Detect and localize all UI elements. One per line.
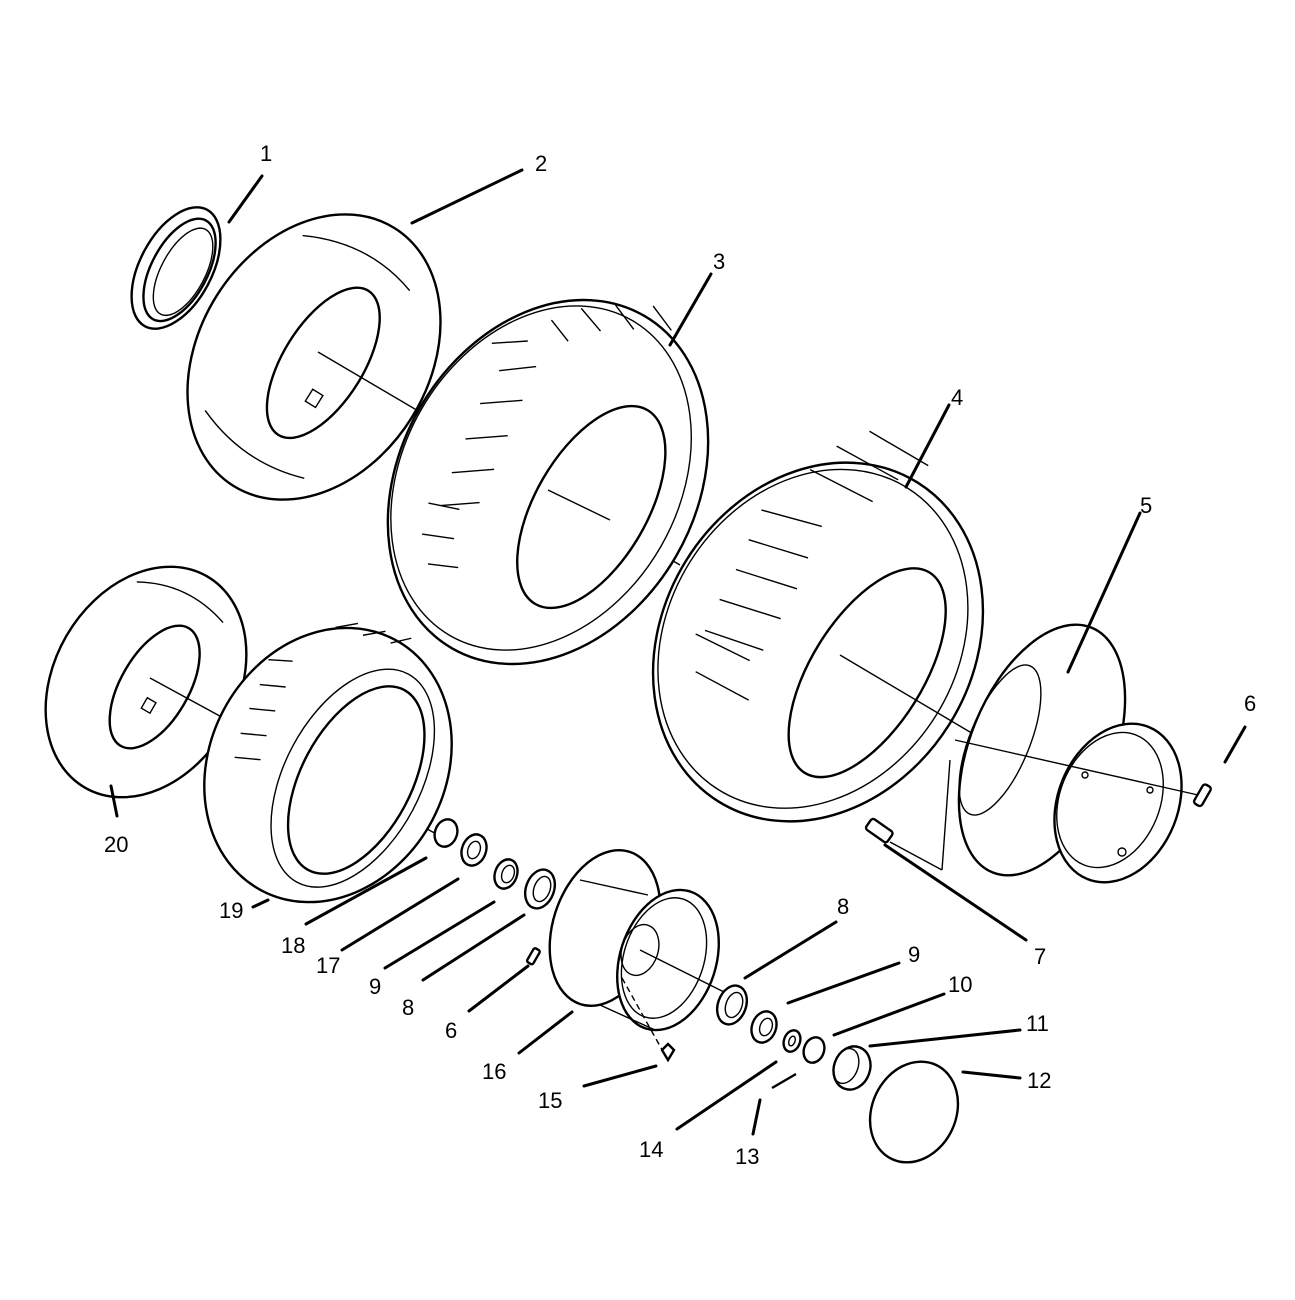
part-6-valve-stem-right: [1192, 783, 1212, 808]
part-12-hub-cap: [868, 1060, 960, 1164]
part-6-valve-stem-left: [525, 947, 541, 966]
callout-10: 10: [948, 972, 972, 997]
part-11-dust-cap: [832, 1045, 872, 1091]
part-13-cotter-pin: [771, 1072, 797, 1090]
callout-5: 5: [1140, 493, 1152, 518]
callout-14: 14: [639, 1137, 663, 1162]
callout-1: 1: [260, 141, 272, 166]
axis-line-middle: [839, 654, 976, 736]
callout-18: 18: [281, 933, 305, 958]
part-15-fitting: [660, 1042, 676, 1063]
callout-4: 4: [951, 385, 963, 410]
callout-9b: 9: [369, 974, 381, 999]
callout-9a: 9: [908, 942, 920, 967]
part-7-bolt: [864, 759, 951, 871]
callout-13: 13: [735, 1144, 759, 1169]
part-16-front-rim: [548, 849, 720, 1032]
part-5-rim: [957, 623, 1183, 884]
callout-19: 19: [219, 898, 243, 923]
part-8-bearing-cup-right: [715, 984, 749, 1026]
callout-8a: 8: [837, 894, 849, 919]
callout-7: 7: [1034, 944, 1046, 969]
part-17-seal: [460, 833, 488, 867]
callout-20: 20: [104, 832, 128, 857]
part-10-nut: [802, 1036, 826, 1064]
leader-lines: [109, 168, 1247, 1136]
callout-8b: 8: [402, 995, 414, 1020]
part-9-bearing-right: [750, 1010, 778, 1044]
callout-2: 2: [535, 151, 547, 176]
part-1-rim-ring: [130, 206, 222, 330]
callout-6a: 6: [1244, 691, 1256, 716]
callout-3: 3: [713, 249, 725, 274]
part-14-washer: [782, 1029, 802, 1053]
part-4-lug-tire: [651, 430, 985, 823]
part-18-bearing-cup: [433, 818, 459, 848]
callout-11: 11: [1026, 1011, 1049, 1036]
part-3-turf-tire: [386, 298, 710, 666]
callout-12: 12: [1027, 1068, 1051, 1093]
callout-6b: 6: [445, 1018, 457, 1043]
part-9-bearing-left: [493, 858, 519, 890]
part-2-inner-tube: [186, 213, 442, 501]
callout-16: 16: [482, 1059, 506, 1084]
part-8-bearing-cup-left: [523, 868, 557, 910]
callout-labels: 1 2 3 4 5 6 7 8 9 10 11 12 13 14 15 16 6…: [104, 141, 1256, 1169]
callout-15: 15: [538, 1088, 562, 1113]
callout-17: 17: [316, 953, 340, 978]
part-19-small-tire: [203, 622, 453, 904]
